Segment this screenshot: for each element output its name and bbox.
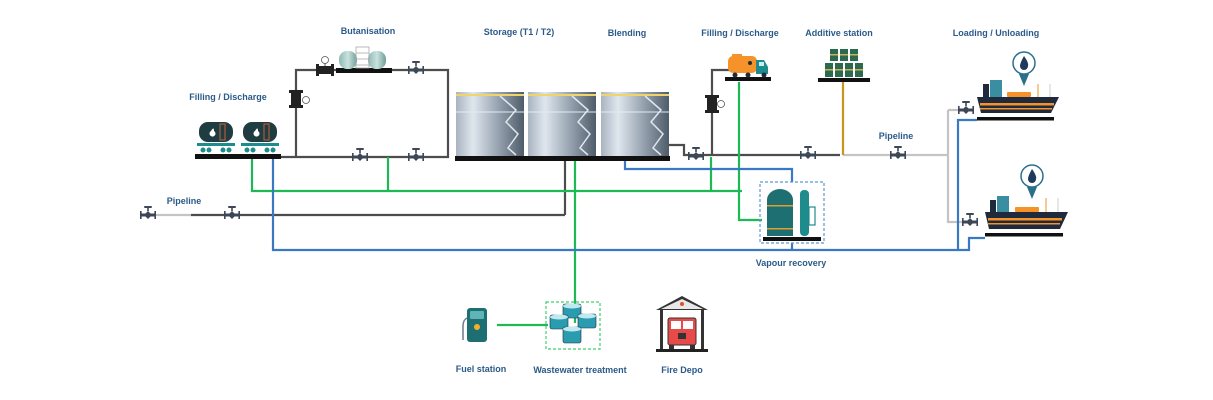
valve-icon[interactable] [800,146,816,159]
tanker-truck-icon [725,54,771,81]
label-additive-station: Additive station [805,28,873,38]
label-filling-discharge-truck: Filling / Discharge [701,28,779,38]
label-wastewater-treatment: Wastewater treatment [533,365,626,375]
gauge-valve-icon[interactable] [289,90,310,108]
vapour-recovery-icon [759,181,825,244]
wastewater-tank-icon [545,301,601,350]
valve-icon[interactable] [224,206,240,219]
valve-icon[interactable] [408,61,424,74]
gauge-valve-icon[interactable] [705,95,725,113]
valve-icon[interactable] [958,101,974,114]
valve-icon[interactable] [962,213,978,226]
storage-tank-icon [455,92,670,161]
label-pipeline-right: Pipeline [879,131,914,141]
valve-icon[interactable] [352,148,368,161]
valve-icon[interactable] [890,146,906,159]
label-butanisation: Butanisation [341,26,396,36]
label-storage: Storage (T1 / T2) [484,27,555,37]
tank-t2 [528,92,596,156]
tanker-ship-icon [977,80,1059,121]
tank-t1 [456,92,524,156]
tanker-ship-icon [985,196,1068,237]
label-fire-depo: Fire Depo [661,365,703,375]
tank-blending [601,92,669,156]
label-filling-discharge-rail: Filling / Discharge [189,92,267,102]
pipes-green [250,82,762,327]
oil-drop-pin-icon [1020,164,1044,199]
label-blending: Blending [608,28,647,38]
valve-icon[interactable] [140,206,156,219]
pipes-dark [191,68,840,217]
fuel-pump-icon [462,308,487,342]
butane-tank-icon [336,46,392,73]
label-pipeline-left: Pipeline [167,196,202,206]
fire-station-icon [656,296,708,352]
label-fuel-station: Fuel station [456,364,507,374]
valve-icon[interactable] [408,148,424,161]
oil-drop-pin-icon [1012,51,1036,86]
labels: Filling / Discharge Butanisation Storage… [167,26,1040,375]
gauge-valve-icon[interactable] [316,56,334,77]
valve-icon[interactable] [688,147,704,160]
tank-wagon-icon [195,122,281,159]
label-vapour-recovery: Vapour recovery [756,258,827,268]
pipes-blue [271,118,985,252]
barrel-stack-icon [818,49,870,82]
label-loading-unloading: Loading / Unloading [953,28,1040,38]
